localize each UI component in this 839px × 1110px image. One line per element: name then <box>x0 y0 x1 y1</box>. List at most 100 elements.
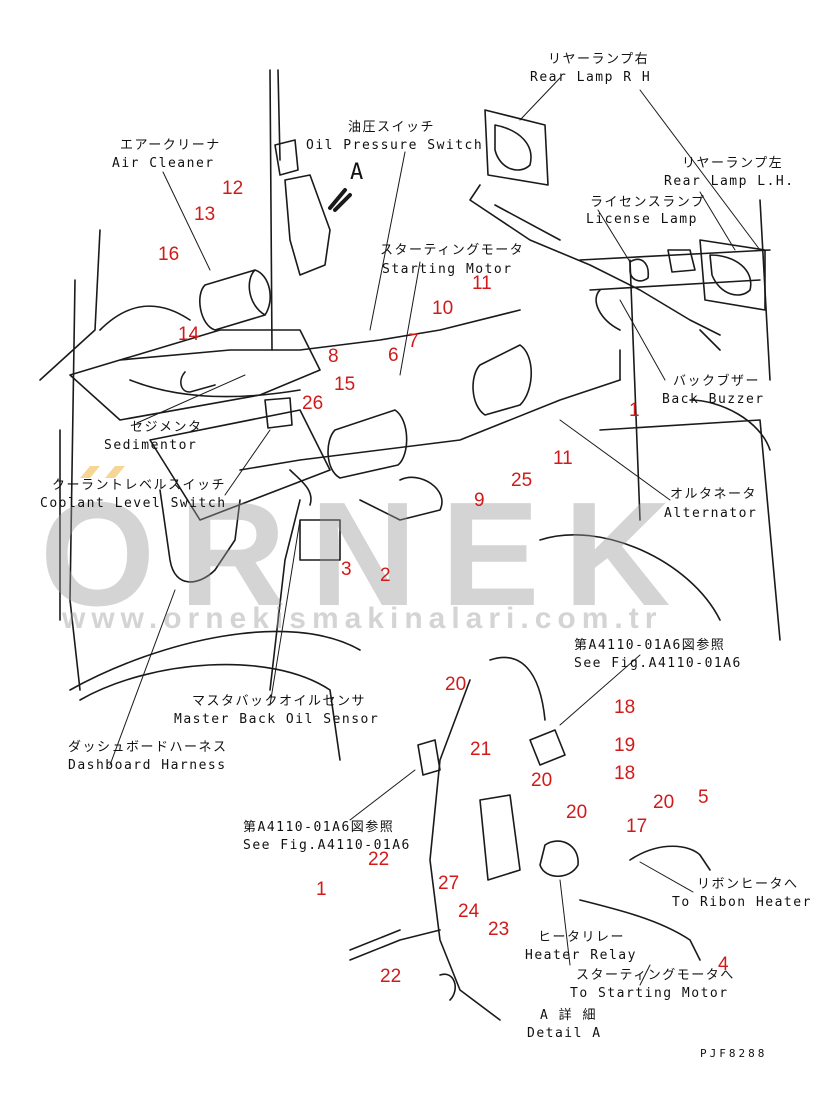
license-lamp-jp: ライセンスランプ <box>590 195 706 210</box>
callout-6: 6 <box>388 345 399 366</box>
callout-8: 8 <box>328 346 339 367</box>
starting-motor-label: Starting Motor <box>382 262 513 277</box>
clamp-22 <box>439 973 456 1001</box>
detail-a-jp: A 詳 細 <box>540 1008 597 1023</box>
callout-9: 9 <box>474 490 485 511</box>
sedimentor-body <box>180 371 293 429</box>
coolant-label: Coolant Level Switch <box>40 496 227 511</box>
fender-outline <box>69 630 361 761</box>
see-fig-top-jp: 第A4110-01A6図参照 <box>574 638 726 653</box>
callout-7: 7 <box>408 331 419 352</box>
oil-pressure-jp: 油圧スイッチ <box>348 120 436 135</box>
callout-20c: 20 <box>653 792 675 813</box>
heater-relay-body <box>539 840 579 878</box>
connector-cluster <box>299 476 443 561</box>
side-panel <box>149 409 331 521</box>
coolant-pipe <box>159 489 241 583</box>
ribbon-heater-label: To Ribon Heater <box>672 895 812 910</box>
sedimentor-jp: セジメンタ <box>130 420 203 435</box>
callout-15: 15 <box>334 374 356 395</box>
rear-harness <box>469 184 721 351</box>
alternator-label: Alternator <box>664 506 758 521</box>
engine-block <box>69 329 321 421</box>
callout-19: 19 <box>614 735 636 756</box>
callout-17: 17 <box>626 816 648 837</box>
heater-relay-label: Heater Relay <box>525 948 637 963</box>
alternator-jp: オルタネータ <box>670 487 758 502</box>
callout-18a: 18 <box>614 697 636 718</box>
heater-relay-jp: ヒータリレー <box>538 930 626 945</box>
rear-lamp-rh <box>484 109 549 186</box>
rear-lamp-lh-jp: リヤーランプ左 <box>682 156 784 171</box>
callout-18b: 18 <box>614 763 636 784</box>
callout-20a: 20 <box>445 674 467 695</box>
oil-pressure-label: Oil Pressure Switch <box>306 138 484 153</box>
oil-sensor-lead <box>269 469 312 691</box>
air-cleaner-body <box>199 269 271 331</box>
license-lamp-label: License Lamp <box>586 212 698 227</box>
main-harness <box>119 309 621 471</box>
air-cleaner-jp: エアークリーナ <box>120 138 221 153</box>
callout-13: 13 <box>194 204 216 225</box>
dashboard-label: Dashboard Harness <box>68 758 227 773</box>
callout-22a: 22 <box>368 849 390 870</box>
license-lamp <box>629 249 696 282</box>
see-fig-bottom-label: See Fig.A4110-01A6 <box>243 838 411 853</box>
starting-motor-body <box>327 409 408 479</box>
cab-outline <box>579 249 771 381</box>
detail-a-marker: A <box>350 160 365 185</box>
alternator-body <box>472 344 532 416</box>
leader-lines <box>109 77 761 986</box>
callout-25: 25 <box>511 470 533 491</box>
sedimentor-label: Sedimentor <box>104 438 198 453</box>
connector-a <box>417 739 441 776</box>
watermark-url: www.ornekismakinalari.com.tr <box>62 602 663 635</box>
to-starting-cable <box>579 899 701 961</box>
callout-16: 16 <box>158 244 180 265</box>
callout-20b: 20 <box>531 770 553 791</box>
callout-12: 12 <box>222 178 244 199</box>
back-buzzer-label: Back Buzzer <box>662 392 765 407</box>
callout-14: 14 <box>178 324 200 345</box>
to-starting-jp: スターティングモータへ <box>576 968 735 983</box>
callout-24: 24 <box>458 901 480 922</box>
callout-2: 2 <box>380 565 391 586</box>
air-cleaner-label: Air Cleaner <box>112 156 215 171</box>
callout-26: 26 <box>302 393 324 414</box>
callout-1a: 1 <box>629 400 640 421</box>
starting-motor-jp: スターティングモータ <box>380 243 525 258</box>
see-fig-top-label: See Fig.A4110-01A6 <box>574 656 742 671</box>
ribbon-heater-jp: リボンヒータへ <box>697 877 799 892</box>
ribbon-heater-cable <box>629 845 711 871</box>
callout-20d: 20 <box>566 802 588 823</box>
callout-11a: 11 <box>472 273 492 294</box>
callout-4: 4 <box>718 954 729 975</box>
rear-lamp-rh-label: Rear Lamp R H <box>530 70 652 85</box>
watermark-accent <box>80 466 125 478</box>
watermark-brand: ORNEK <box>40 472 695 637</box>
callout-11b: 11 <box>553 448 573 469</box>
oil-pressure-bracket <box>274 139 331 276</box>
rear-lamp-rh-jp: リヤーランプ右 <box>548 52 650 67</box>
drawing-code: PJF8288 <box>700 1047 768 1060</box>
rear-lamp-lh-label: Rear Lamp L.H. <box>664 174 795 189</box>
master-back-jp: マスタバックオイルセンサ <box>192 694 367 709</box>
callout-23: 23 <box>488 919 510 940</box>
callout-27: 27 <box>438 873 460 894</box>
callout-5: 5 <box>698 787 709 808</box>
coolant-jp: クーラントレベルスイッチ <box>52 478 227 493</box>
callout-22b: 22 <box>380 966 402 987</box>
dashboard-jp: ダッシュボードハーネス <box>68 740 228 755</box>
callout-1b: 1 <box>316 879 327 900</box>
callout-21: 21 <box>470 739 492 760</box>
to-starting-label: To Starting Motor <box>570 986 729 1001</box>
rear-lamp-lh <box>699 239 766 311</box>
master-back-label: Master Back Oil Sensor <box>174 712 380 727</box>
callout-3: 3 <box>341 559 352 580</box>
relay-switch <box>529 729 566 766</box>
detail-a-label: Detail A <box>527 1026 602 1041</box>
frame-outline <box>39 69 281 691</box>
detail-a-bracket <box>479 794 521 881</box>
